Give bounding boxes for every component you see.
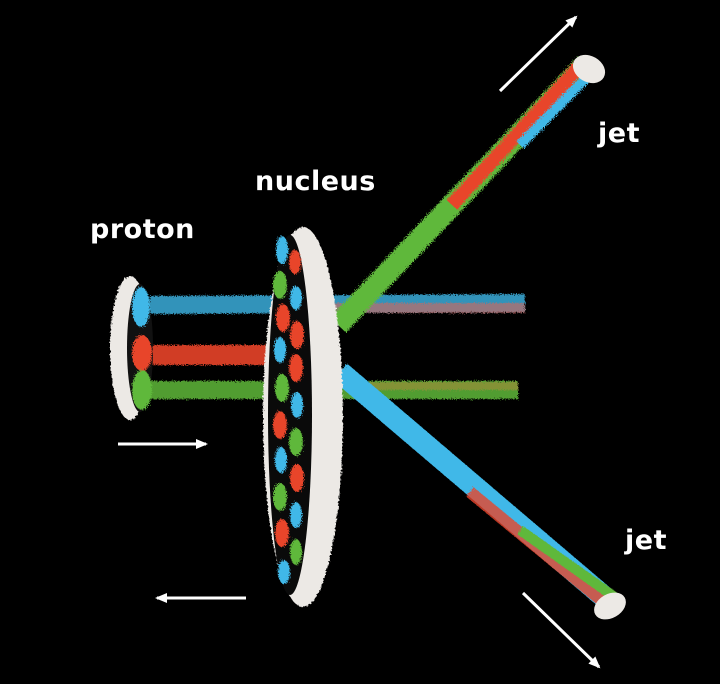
proton-quark-blue [132,287,150,327]
jet-bottom-endcap [594,592,626,620]
proton-label: proton [90,214,195,245]
nucleus-quarks [273,236,304,584]
proton-quark-red [132,335,152,371]
jet-top-endcap [572,54,606,84]
proton-quark-green [132,370,152,410]
jet-top [330,56,596,333]
nucleus-disk [263,227,343,607]
jet-bottom [332,363,619,611]
jet-bottom-arrow [521,591,601,669]
jet-top-arrow [498,15,578,93]
jet-top-label: jet [598,118,640,149]
proton-disk [110,276,153,420]
nucleus-label: nucleus [255,166,376,197]
jet-bottom-label: jet [625,525,667,556]
